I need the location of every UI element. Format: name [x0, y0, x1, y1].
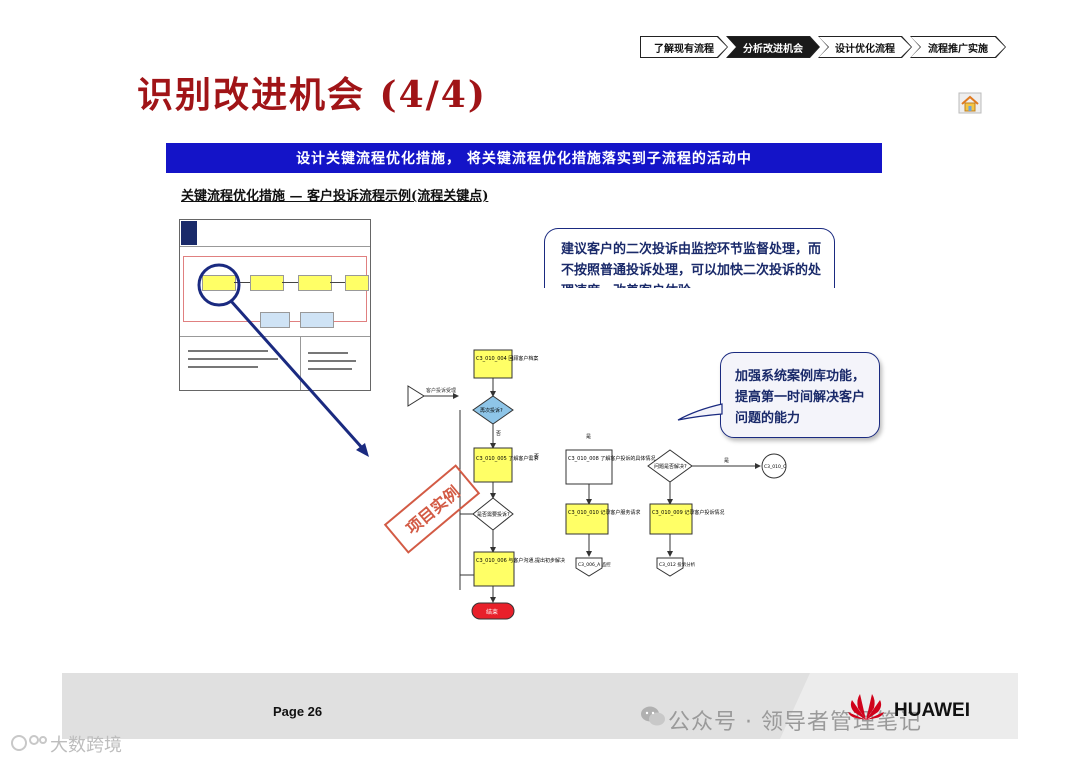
- huawei-logo-icon: [848, 694, 884, 720]
- flow-box-5: C3_010_010 记录客户服务请求: [568, 509, 640, 516]
- flow-off-page-2: C3_012 投诉分析: [659, 561, 696, 568]
- flow-connector: C3_010_C: [764, 464, 786, 470]
- footer-accent: [780, 673, 1018, 739]
- flow-diamond-2: 是否需要投诉?: [477, 511, 510, 518]
- callout-pointer: [677, 403, 723, 421]
- svg-text:·: ·: [530, 453, 532, 460]
- flow-diamond-3: 问题是否解决?: [654, 463, 687, 470]
- flow-yes-label-2: 是: [724, 458, 729, 464]
- breadcrumb-step-label: 分析改进机会: [743, 43, 803, 55]
- flow-start-label: 客户投诉受理: [426, 387, 456, 394]
- complaint-flowchart: 客户投诉受理 C3_010_004 回顾客户档案 再次投诉? 否 C3_010_…: [407, 349, 787, 620]
- breadcrumb-step-3[interactable]: 设计优化流程: [818, 36, 912, 58]
- breadcrumb-step-4[interactable]: 流程推广实施: [910, 36, 1006, 58]
- home-icon[interactable]: [958, 92, 982, 114]
- flow-no-label: 否: [496, 431, 501, 437]
- process-document-thumbnail: [179, 219, 371, 391]
- breadcrumb-step-label: 了解现有流程: [654, 43, 714, 55]
- breadcrumb-step-label: 流程推广实施: [928, 43, 988, 55]
- watermark-logo-icon: [11, 735, 47, 751]
- flow-box-6: C3_010_009 记录客户投诉情况: [652, 509, 724, 516]
- page-number: Page 26: [273, 704, 323, 719]
- flow-diamond-1: 再次投诉?: [480, 407, 503, 414]
- flow-no-label-2: 否: [534, 454, 539, 460]
- flow-yes-label: 是: [586, 434, 591, 440]
- flow-end-label: 结束: [486, 608, 498, 616]
- page-title: 识别改进机会 (4/4): [137, 74, 487, 116]
- zoom-pointer: [197, 263, 369, 457]
- flow-box-3: C3_010_006 与客户沟通,提出初步解决: [476, 557, 565, 564]
- wechat-icon: [641, 706, 665, 726]
- breadcrumb-step-label: 设计优化流程: [835, 43, 895, 55]
- callout-secondary-complaint: 建议客户的二次投诉由监控环节监督处理，而不按照普通投诉处理，可以加快二次投诉的处…: [544, 228, 835, 288]
- breadcrumb-step-1[interactable]: 了解现有流程: [640, 36, 728, 58]
- brand-name: HUAWEI: [894, 700, 970, 721]
- section-subtitle: 关键流程优化措施 — 客户投诉流程示例(流程关键点): [181, 189, 489, 204]
- callout-case-library: 加强系统案例库功能，提高第一时间解决客户问题的能力: [720, 352, 880, 438]
- flow-box-1: C3_010_004 回顾客户档案: [476, 355, 538, 362]
- section-banner: 设计关键流程优化措施， 将关键流程优化措施落实到子流程的活动中: [166, 143, 882, 173]
- watermark-account: 公众号 · 领导者管理笔记: [668, 710, 922, 735]
- flow-off-page-1: C3_006_A 监控: [578, 561, 611, 568]
- watermark-corner: 大数跨境: [50, 735, 122, 756]
- thumbnail-header-block: [181, 221, 197, 245]
- breadcrumb-step-2[interactable]: 分析改进机会: [726, 36, 820, 58]
- flow-box-2: C3_010_005 了解客户需求: [476, 455, 538, 462]
- flow-box-4: C3_010_008 了解客户投诉的具体情况: [568, 455, 655, 462]
